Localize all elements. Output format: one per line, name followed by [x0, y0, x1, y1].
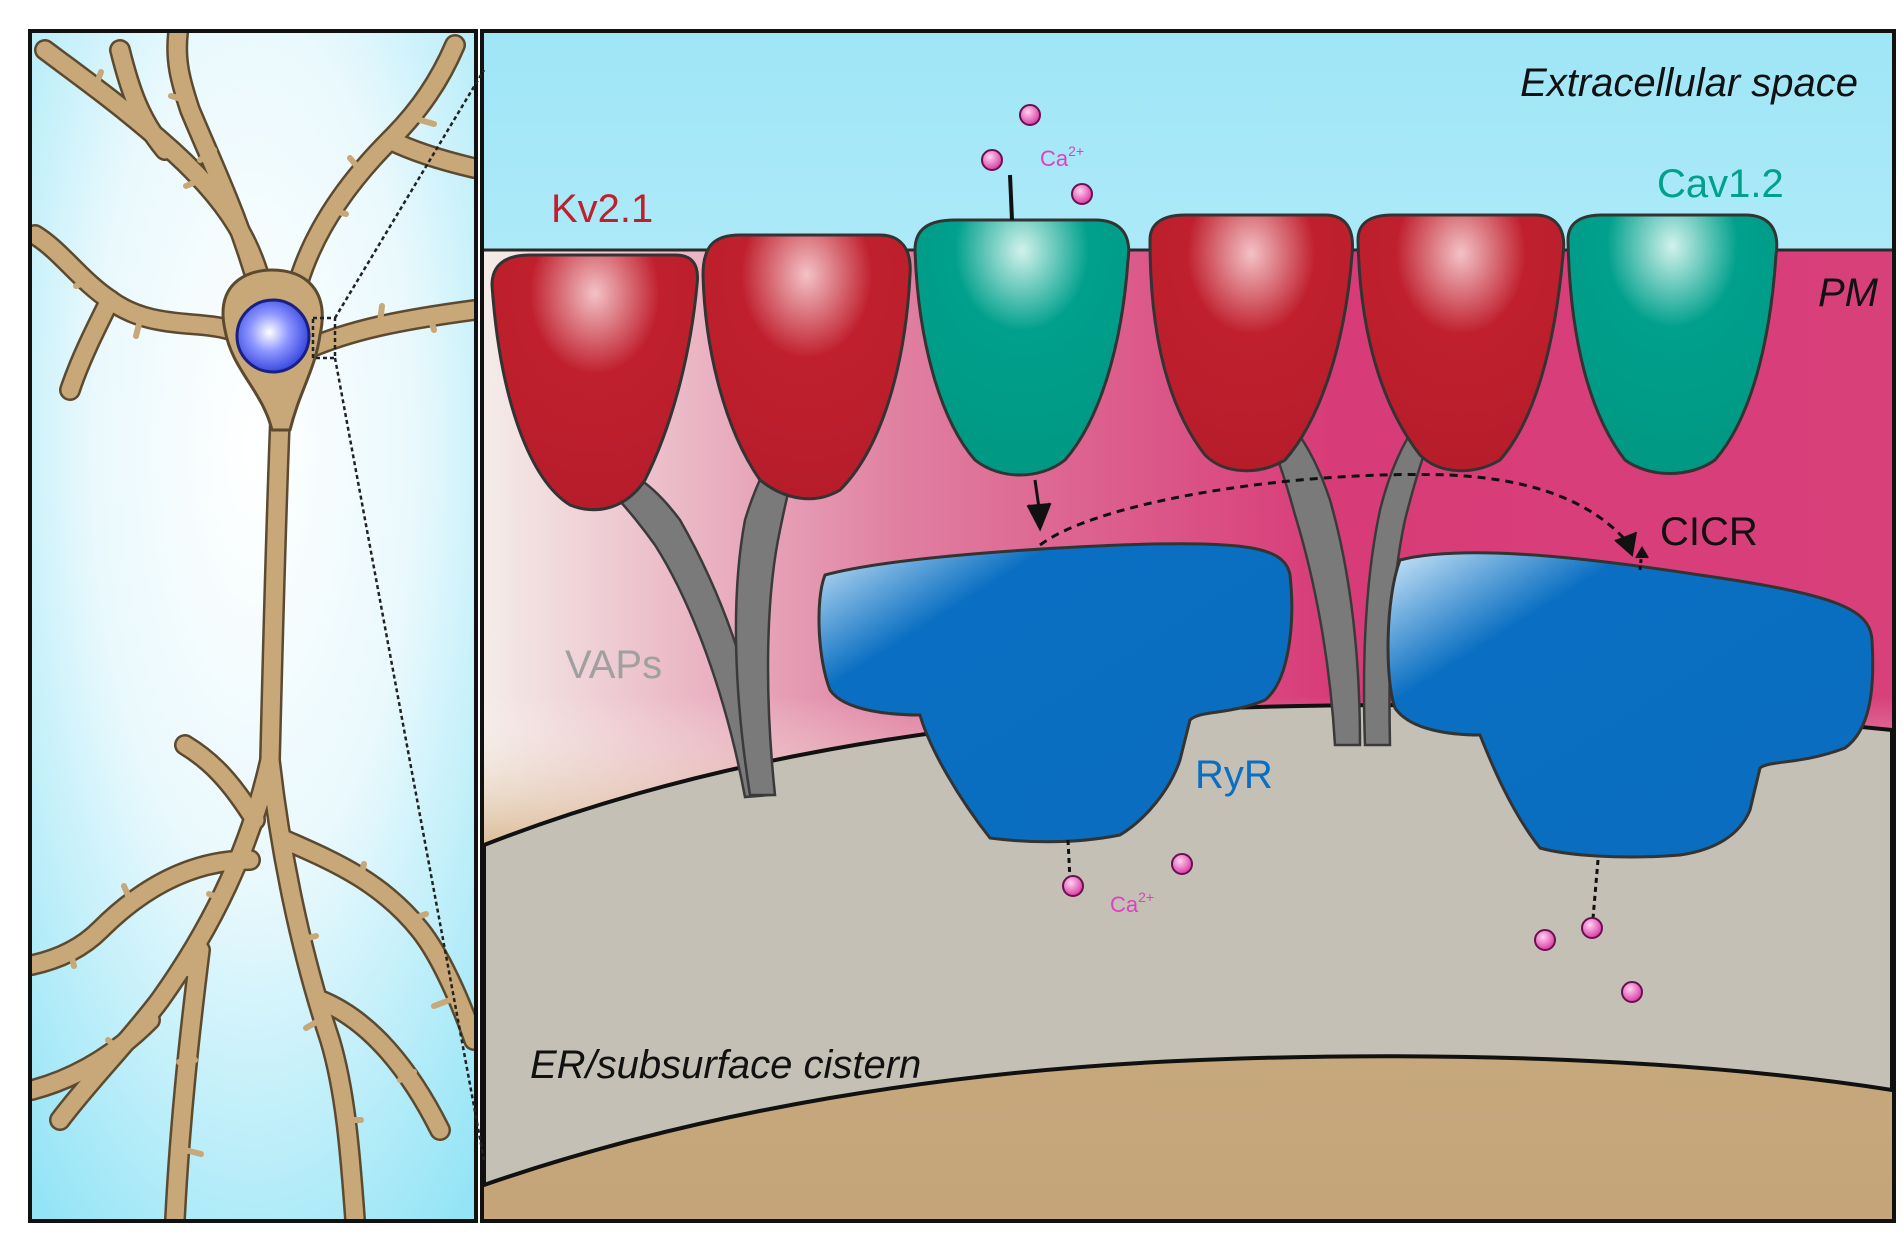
pm-label: PM [1818, 271, 1879, 315]
cav12-label: Cav1.2 [1657, 162, 1784, 206]
ca-bottom-label: Ca2+ [1110, 889, 1154, 917]
ryr-receptors [817, 542, 1875, 859]
kv21-channels [490, 213, 1566, 512]
kv21-label: Kv2.1 [551, 187, 653, 231]
ryr-label: RyR [1195, 753, 1273, 797]
extracellular-label: Extracellular space [1520, 61, 1858, 105]
cicr-label: CICR [1660, 510, 1758, 554]
cav12-pore [1008, 174, 1014, 221]
nucleus-icon [235, 298, 311, 374]
vaps-tethers [587, 386, 1454, 799]
vaps-label: VAPs [565, 643, 662, 687]
panel-borders [28, 29, 1896, 1223]
ca-top-label: Ca2+ [1040, 143, 1084, 171]
zoom-box [311, 316, 337, 360]
er-label: ER/subsurface cistern [530, 1043, 921, 1087]
neuron-panel [32, 33, 474, 1219]
neuron-cell-icon [32, 33, 474, 1219]
zoom-lines [333, 69, 486, 1161]
calcium-ion-icons [981, 104, 1643, 1003]
cav12-channels [913, 213, 1779, 477]
